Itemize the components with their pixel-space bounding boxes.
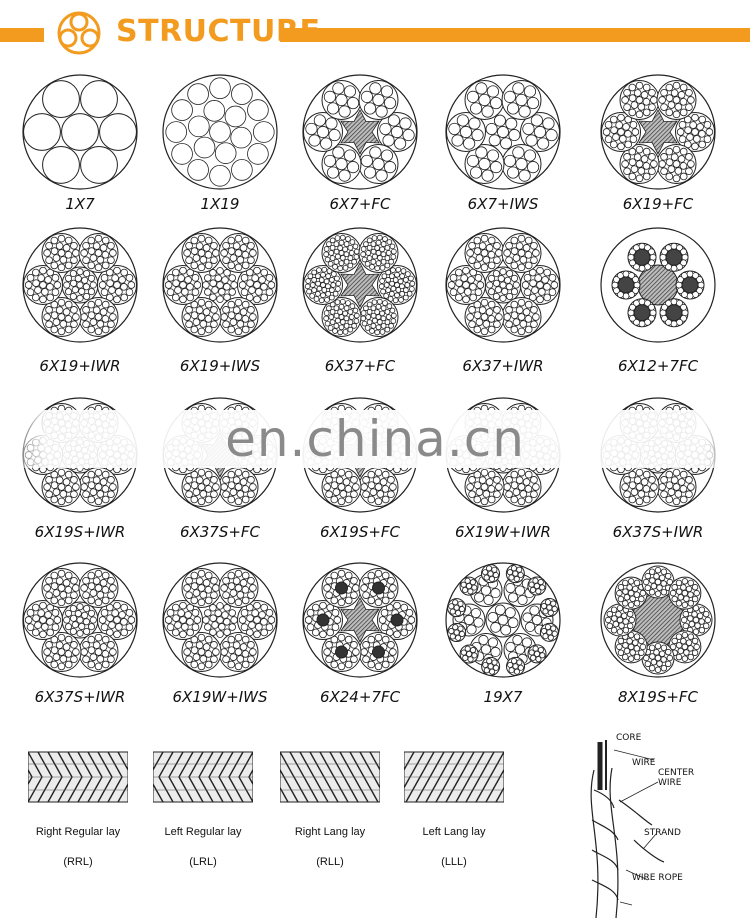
structure-label: 6X19+IWS [179,357,261,375]
lay-label: Left Regular lay [164,826,242,838]
cross-section-drawing [22,74,138,190]
cross-section-drawing [302,74,418,190]
lay-label: Left Lang lay [422,826,486,838]
wire-rope-anatomy-drawing [590,740,665,919]
structure-diagram [598,560,718,680]
lay-label: Right Regular lay [35,826,121,838]
structure-label: 6X37S+IWR [612,523,704,541]
lay-code: (RRL) [63,856,93,868]
structure-diagram [300,560,420,680]
structure-diagram [160,560,280,680]
structure-diagram [598,72,718,192]
watermark-text: en.china.cn [225,410,525,468]
structure-label: 6X12+7FC [617,357,699,375]
lay-drawing [0,751,173,803]
knot-logo-icon [57,11,101,55]
structure-label: 6X37S+FC [179,523,261,541]
structure-label: 1X19 [200,195,240,213]
cross-section-drawing [445,562,561,678]
structure-diagram [20,72,140,192]
structure-diagram [443,560,563,680]
cross-section-drawing [445,227,561,343]
header-accent-bar-left [0,28,44,42]
cross-section-drawing [600,227,716,343]
cross-section-drawing [600,74,716,190]
label-core: CORE [616,733,642,743]
cross-section-drawing [162,74,278,190]
cross-section-drawing [162,562,278,678]
structure-label: 6X19+FC [622,195,694,213]
structure-diagram [443,72,563,192]
wire-rope-anatomy: CORE WIRE CENTER WIRE STRAND WIRE ROPE [574,730,750,919]
label-wire: WIRE [632,758,656,768]
structure-label: 6X19W+IWR [455,523,551,541]
lay-code: (LLL) [441,856,467,868]
label-strand: STRAND [644,828,681,838]
structure-diagram [300,225,420,345]
structure-diagram [300,72,420,192]
lay-label: Right Lang lay [294,826,366,838]
lay-drawing [219,751,439,803]
lay-sample [219,750,439,809]
cross-section-drawing [600,562,716,678]
structure-label: 6X19W+IWS [172,688,268,706]
structure-diagram [20,560,140,680]
cross-section-drawing [302,562,418,678]
structure-diagram [20,225,140,345]
structure-label: 1X7 [65,195,95,213]
lay-sample [315,750,535,809]
structure-diagram [598,225,718,345]
structure-label: 6X37S+IWR [34,688,126,706]
lay-sample [78,750,284,809]
structure-label: 8X19S+FC [617,688,699,706]
cross-section-drawing [162,227,278,343]
structure-label: 6X24+7FC [319,688,401,706]
cross-section-drawing [22,227,138,343]
structure-diagram [443,225,563,345]
cross-section-drawing [302,227,418,343]
structure-diagram [160,72,280,192]
structure-label: 6X19S+IWR [34,523,126,541]
watermark-band: en.china.cn [0,410,750,468]
structure-label: 6X37+IWR [462,357,544,375]
structure-label: 6X19+IWR [39,357,121,375]
label-wire-rope: WIRE ROPE [632,873,683,883]
structure-label: 19X7 [483,688,523,706]
structure-label: 6X7+FC [329,195,391,213]
label-center-wire: WIRE [658,778,682,788]
cross-section-drawing [445,74,561,190]
lay-code: (LRL) [189,856,217,868]
structure-diagram [160,225,280,345]
structure-label: 6X7+IWS [467,195,539,213]
lay-sample [0,750,173,809]
cross-section-drawing [22,562,138,678]
structure-label: 6X19S+FC [319,523,401,541]
structure-label: 6X37+FC [324,357,396,375]
lay-drawing [315,751,535,803]
label-center: CENTER [658,768,695,778]
header-accent-bar-right [280,28,750,42]
lay-code: (RLL) [316,856,344,868]
section-header: STRUCTURE [0,0,750,64]
lay-drawing [78,751,284,803]
